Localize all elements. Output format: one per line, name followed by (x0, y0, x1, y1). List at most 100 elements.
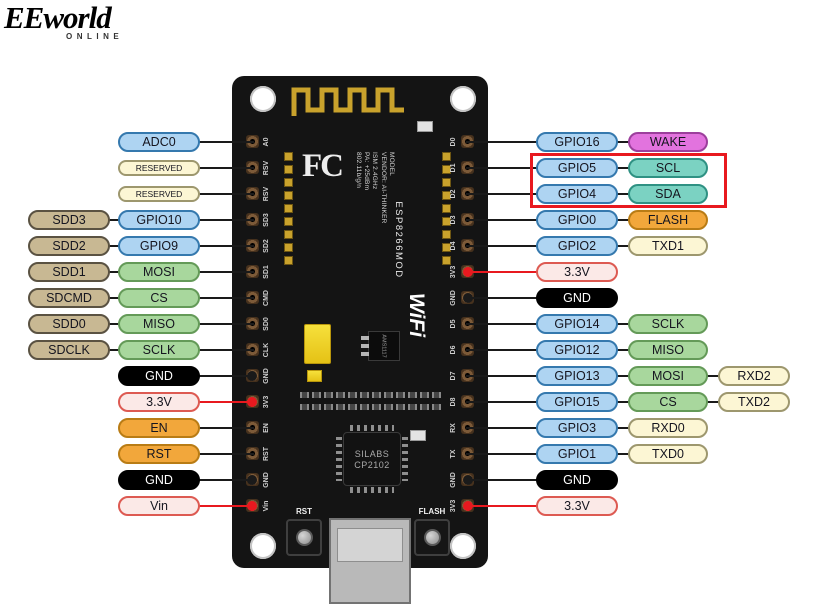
junction-dot (463, 293, 473, 303)
usb-chip-pins (350, 487, 394, 493)
silkscreen-label: SD0 (263, 317, 270, 331)
silkscreen-label: TX (450, 449, 457, 459)
silkscreen-label: GND (450, 290, 457, 306)
pin-label-rxd0: RXD0 (628, 418, 708, 438)
i2c-highlight-box (530, 153, 727, 208)
esp-module-pad (442, 243, 451, 252)
pin-wire (616, 141, 630, 143)
junction-dot (247, 371, 257, 381)
pin-label-reserved: RESERVED (118, 160, 200, 176)
pin-label-sda: SDA (628, 184, 708, 204)
smd-component (300, 404, 309, 410)
pin-wire (196, 297, 254, 299)
silkscreen-label: SD1 (263, 265, 270, 279)
esp-module-pad (284, 243, 293, 252)
esp-module-pad (442, 191, 451, 200)
voltage-regulator-chip: AMS1117 (368, 331, 400, 361)
smd-component-white-mid (410, 430, 426, 441)
pin-label-3-3v: 3.3V (536, 496, 618, 516)
esp-module-pad (442, 217, 451, 226)
pin-wire (466, 427, 538, 429)
pin-label-gpio14: GPIO14 (536, 314, 618, 334)
silkscreen-label: A0 (263, 137, 270, 147)
pin-label-rst: RST (118, 444, 200, 464)
pin-label-cs: CS (118, 288, 200, 308)
pin-wire (616, 323, 630, 325)
pin-wire (706, 401, 720, 403)
pin-wire (196, 167, 254, 169)
silkscreen-label: CLK (263, 342, 270, 358)
pin-wire (196, 271, 254, 273)
usb-chip-model: CP2102 (354, 459, 390, 470)
regulator-pin (361, 344, 369, 348)
pin-label-gnd: GND (118, 366, 200, 386)
junction-dot (247, 501, 257, 511)
pin-label-gpio13: GPIO13 (536, 366, 618, 386)
pin-wire (108, 297, 120, 299)
mounting-hole (450, 533, 476, 559)
smd-component (384, 404, 393, 410)
module-info-line: VENDOR: AI-THINKER (379, 152, 387, 224)
pin-wire (616, 427, 630, 429)
pin-wire (466, 349, 538, 351)
button-cap (295, 529, 313, 546)
silkscreen-label: GND (450, 472, 457, 488)
pin-label-rxd2: RXD2 (718, 366, 790, 386)
pin-wire (108, 271, 120, 273)
pin-wire (616, 219, 630, 221)
module-name-label: ESP8266MOD (393, 201, 404, 279)
smd-component (396, 392, 405, 398)
esp-module-pad (284, 165, 293, 174)
pin-wire (196, 427, 254, 429)
silkscreen-label: D0 (450, 137, 457, 147)
silkscreen-label: D5 (450, 319, 457, 329)
smd-component (336, 392, 345, 398)
smd-component (360, 404, 369, 410)
junction-dot (247, 475, 257, 485)
regulator-pin (361, 336, 369, 340)
capacitor-large (304, 324, 331, 364)
pin-wire (196, 323, 254, 325)
pin-wire (108, 349, 120, 351)
smd-component (372, 404, 381, 410)
silkscreen-label: GND (263, 472, 270, 488)
silkscreen-label: GND (263, 368, 270, 384)
esp-module-pad (442, 178, 451, 187)
pin-wire (706, 375, 720, 377)
pin-wire (108, 219, 120, 221)
pin-wire (196, 193, 254, 195)
silkscreen-label: D6 (450, 345, 457, 355)
pin-label-gnd: GND (536, 470, 618, 490)
pin-wire (616, 193, 630, 195)
usb-chip-pins (350, 425, 394, 431)
pin-wire (466, 297, 538, 299)
pin-wire (466, 375, 538, 377)
pin-label-gpio9: GPIO9 (118, 236, 200, 256)
pin-wire (466, 271, 538, 273)
pin-wire (108, 323, 120, 325)
regulator-label: AMS1117 (381, 334, 387, 358)
pin-wire (196, 349, 254, 351)
pin-label-txd2: TXD2 (718, 392, 790, 412)
usb-chip-pins (402, 437, 408, 481)
flash-button-label: FLASH (418, 507, 446, 516)
pin-wire (466, 453, 538, 455)
pin-label-3-3v: 3.3V (536, 262, 618, 282)
smd-component (396, 404, 405, 410)
usb-chip-pins (336, 437, 342, 481)
pin-label-gpio15: GPIO15 (536, 392, 618, 412)
pin-wire (196, 505, 254, 507)
pin-wire (616, 401, 630, 403)
pin-wire (466, 401, 538, 403)
smd-component (348, 404, 357, 410)
pin-label-adc0: ADC0 (118, 132, 200, 152)
button-cap (423, 529, 441, 546)
pin-label-sclk: SCLK (118, 340, 200, 360)
smd-component (420, 392, 429, 398)
pin-label-gnd: GND (536, 288, 618, 308)
wifi-logo: WiFi (405, 292, 428, 338)
smd-component (408, 404, 417, 410)
pin-label-vin: Vin (118, 496, 200, 516)
